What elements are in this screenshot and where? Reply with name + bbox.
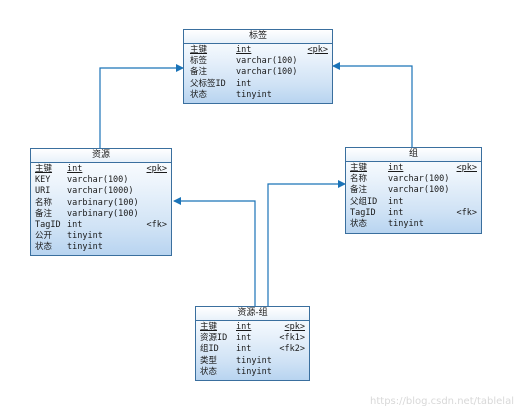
- attribute-name: TagID: [35, 219, 61, 230]
- attribute-name: 状态: [190, 89, 208, 100]
- attribute-type: int: [67, 219, 83, 230]
- attribute-row: 状态 tinyint: [184, 90, 332, 101]
- attribute-name: 父标签ID: [190, 78, 226, 89]
- attribute-name: 主键: [35, 164, 53, 174]
- attribute-row: 父标签ID int: [184, 79, 332, 90]
- entity-rows: 主键 int <pk> 资源ID int <fk1> 组ID int <fk2> 类型 tinyin…: [196, 321, 309, 378]
- attribute-key: <fk1>: [279, 333, 305, 344]
- attribute-name: 备注: [35, 208, 53, 219]
- attribute-type: varchar(100): [236, 56, 298, 67]
- attribute-row: 主键 int <pk>: [346, 163, 481, 174]
- attribute-key: <fk>: [146, 219, 167, 230]
- attribute-type: varchar(1000): [67, 186, 134, 197]
- watermark: https://blog.csdn.net/tablelal: [370, 396, 514, 407]
- attribute-name: 资源ID: [200, 333, 228, 344]
- attribute-row: 父组ID int: [346, 197, 481, 208]
- attribute-type: tinyint: [67, 231, 103, 242]
- attribute-name: 备注: [350, 185, 368, 196]
- attribute-name: KEY: [35, 175, 51, 186]
- attribute-type: int: [236, 322, 252, 332]
- attribute-type: varchar(100): [388, 185, 450, 196]
- attribute-row: 主键 int <pk>: [184, 45, 332, 56]
- relation-resourcegroup-to-group: [267, 180, 346, 306]
- attribute-type: int: [67, 164, 83, 174]
- attribute-name: 父组ID: [350, 196, 378, 207]
- entity-resource-group[interactable]: 资源-组 主键 int <pk> 资源ID int <fk1> 组ID int <fk2> 类型 t…: [195, 306, 310, 381]
- entity-title: 资源: [31, 149, 171, 163]
- attribute-row: 名称 varbinary(100): [31, 198, 171, 209]
- attribute-name: 类型: [200, 355, 218, 366]
- attribute-name: TagID: [350, 207, 376, 218]
- entity-title: 标签: [184, 30, 332, 44]
- attribute-name: 主键: [190, 45, 208, 55]
- attribute-type: varbinary(100): [67, 197, 139, 208]
- attribute-key: <fk>: [456, 207, 477, 218]
- attribute-row: TagID int <fk>: [346, 208, 481, 219]
- attribute-name: 标签: [190, 56, 208, 67]
- attribute-type: varchar(100): [388, 174, 450, 185]
- attribute-key: <pk>: [307, 45, 328, 55]
- attribute-name: 名称: [35, 197, 53, 208]
- attribute-type: int: [388, 163, 404, 173]
- attribute-row: 主键 int <pk>: [196, 322, 309, 333]
- entity-title: 组: [346, 148, 481, 162]
- attribute-row: 名称 varchar(100): [346, 174, 481, 185]
- attribute-row: 备注 varchar(100): [346, 185, 481, 196]
- attribute-type: int: [388, 207, 404, 218]
- attribute-row: 资源ID int <fk1>: [196, 333, 309, 344]
- attribute-type: varchar(100): [67, 175, 129, 186]
- attribute-type: varbinary(100): [67, 208, 139, 219]
- attribute-row: 状态 tinyint: [346, 219, 481, 230]
- attribute-type: varchar(100): [236, 67, 298, 78]
- attribute-row: URI varchar(1000): [31, 186, 171, 197]
- attribute-type: int: [236, 45, 252, 55]
- attribute-name: 状态: [200, 366, 218, 377]
- attribute-type: tinyint: [388, 218, 424, 229]
- attribute-key: <pk>: [284, 322, 305, 332]
- attribute-type: tinyint: [236, 355, 272, 366]
- attribute-name: 组ID: [200, 344, 219, 355]
- attribute-type: tinyint: [67, 242, 103, 253]
- entity-title: 资源-组: [196, 307, 309, 321]
- attribute-name: URI: [35, 186, 51, 197]
- attribute-name: 公开: [35, 231, 53, 242]
- attribute-name: 备注: [190, 67, 208, 78]
- attribute-row: 状态 tinyint: [196, 367, 309, 378]
- attribute-type: int: [236, 344, 252, 355]
- relation-resource-to-tag: [99, 64, 184, 148]
- attribute-type: int: [236, 78, 252, 89]
- entity-resource[interactable]: 资源 主键 int <pk> KEY varchar(100) URI varchar(10…: [30, 148, 172, 256]
- relation-resourcegroup-to-resource: [173, 197, 256, 306]
- attribute-key: <fk2>: [279, 344, 305, 355]
- attribute-name: 主键: [350, 163, 368, 173]
- entity-rows: 主键 int <pk> KEY varchar(100) URI varchar(1000)…: [31, 163, 171, 254]
- attribute-name: 主键: [200, 322, 218, 332]
- attribute-row: 公开 tinyint: [31, 231, 171, 242]
- attribute-row: 主键 int <pk>: [31, 164, 171, 175]
- attribute-key: <pk>: [146, 164, 167, 174]
- attribute-type: int: [236, 333, 252, 344]
- attribute-row: 状态 tinyint: [31, 242, 171, 253]
- attribute-type: tinyint: [236, 366, 272, 377]
- attribute-type: tinyint: [236, 89, 272, 100]
- attribute-row: 备注 varbinary(100): [31, 209, 171, 220]
- attribute-row: 标签 varchar(100): [184, 56, 332, 67]
- attribute-key: <pk>: [456, 163, 477, 173]
- attribute-row: 类型 tinyint: [196, 356, 309, 367]
- attribute-row: 组ID int <fk2>: [196, 344, 309, 355]
- attribute-row: KEY varchar(100): [31, 175, 171, 186]
- attribute-row: 备注 varchar(100): [184, 67, 332, 78]
- attribute-row: TagID int <fk>: [31, 220, 171, 231]
- attribute-name: 状态: [35, 242, 53, 253]
- attribute-name: 状态: [350, 218, 368, 229]
- attribute-name: 名称: [350, 174, 368, 185]
- relation-group-to-tag: [332, 62, 413, 147]
- attribute-type: int: [388, 196, 404, 207]
